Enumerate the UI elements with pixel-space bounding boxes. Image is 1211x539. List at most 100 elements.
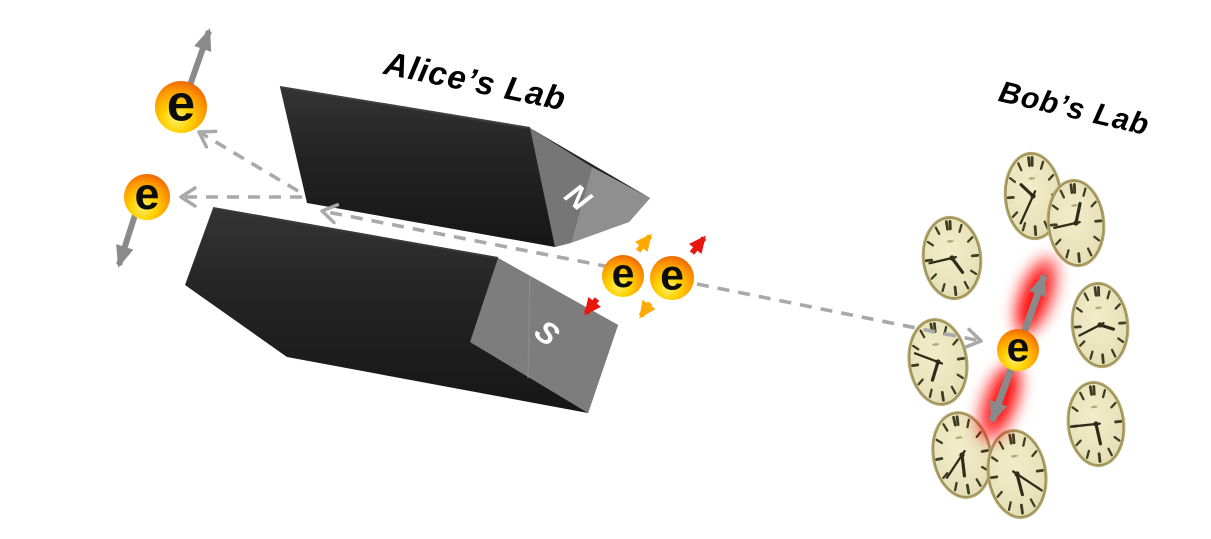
clock-tick bbox=[1072, 183, 1077, 194]
bob-lab-title: Bob’s Lab bbox=[996, 75, 1153, 142]
clock-brand-mark bbox=[1090, 405, 1098, 409]
electron-pair-left: e bbox=[602, 250, 644, 297]
magnet-bottom-pole-highlight bbox=[212, 207, 499, 259]
electron-pair-right: e bbox=[650, 251, 694, 300]
bob-spin-arrow-up bbox=[1018, 273, 1048, 341]
clock-tick bbox=[940, 390, 945, 402]
alice-lab-group: Alice’s Lab N S bbox=[116, 28, 707, 413]
clock-hour-hand bbox=[930, 360, 940, 382]
clock-tick bbox=[1071, 406, 1079, 413]
clock-tick bbox=[1039, 160, 1045, 170]
clock-tick bbox=[1093, 286, 1098, 297]
clock-tick bbox=[1011, 433, 1016, 445]
clock-tick bbox=[1079, 391, 1085, 401]
clock-center-dot bbox=[949, 255, 955, 261]
clock bbox=[986, 429, 1048, 519]
beam-to-bob bbox=[696, 282, 983, 349]
bob-lab-group: Bob’s Lab bbox=[696, 75, 1153, 519]
clock-tick bbox=[966, 418, 971, 429]
bob-spin-double-arrow bbox=[988, 273, 1048, 424]
red-arrow-up-icon bbox=[689, 235, 707, 255]
beam-split-up bbox=[197, 129, 299, 193]
clock-tick bbox=[1086, 247, 1093, 257]
clock-tick bbox=[1101, 353, 1105, 364]
clock-tick bbox=[1051, 204, 1059, 211]
clock-tick bbox=[1019, 503, 1024, 515]
clock-brand-mark bbox=[1028, 177, 1036, 180]
clock-tick bbox=[1097, 452, 1102, 463]
clock-tick bbox=[998, 440, 1005, 450]
clock-tick bbox=[969, 269, 978, 276]
bob-spin-arrow-down bbox=[988, 359, 1018, 424]
magnet-top-pole-n-face bbox=[530, 128, 592, 247]
magnet-bottom-pole-s-face bbox=[470, 258, 618, 413]
electron-sphere bbox=[602, 255, 644, 297]
clock-center-dot bbox=[1073, 220, 1079, 226]
clock-tick bbox=[1107, 447, 1113, 457]
clock-tick bbox=[911, 363, 920, 367]
clock-brand-mark bbox=[1070, 204, 1078, 207]
electron-deflected-up: e bbox=[155, 75, 207, 133]
clock-tick bbox=[1092, 384, 1096, 396]
clock-tick bbox=[1027, 156, 1031, 167]
clock-tick bbox=[1065, 249, 1070, 259]
clock-center-dot bbox=[959, 452, 965, 458]
beam-paths bbox=[179, 129, 611, 269]
clock-tick bbox=[1093, 235, 1101, 242]
clock-hour-hand bbox=[950, 256, 965, 274]
clock-tick bbox=[948, 219, 952, 231]
clock-tick bbox=[1106, 290, 1111, 300]
clock-hour-hand bbox=[1015, 472, 1024, 497]
clock-tick bbox=[1117, 337, 1125, 344]
clock-tick bbox=[1113, 435, 1121, 442]
clock-tick bbox=[1085, 449, 1091, 459]
clock-tick bbox=[941, 283, 946, 293]
clock bbox=[931, 411, 993, 499]
clock-tick bbox=[1011, 211, 1019, 218]
electron-sphere bbox=[155, 81, 207, 133]
clock-tick bbox=[1101, 389, 1107, 399]
clock-center-dot bbox=[1097, 322, 1103, 328]
clock-tick bbox=[975, 478, 982, 487]
clock-tick bbox=[952, 338, 959, 346]
electron-label: e bbox=[612, 250, 635, 296]
clock bbox=[1046, 178, 1106, 268]
clock-tick bbox=[1083, 292, 1090, 302]
electron-label: e bbox=[660, 251, 684, 299]
clock-tick bbox=[1008, 433, 1013, 445]
clock-tick bbox=[952, 415, 957, 427]
clock-tick bbox=[1059, 189, 1066, 199]
clock-tick bbox=[1022, 437, 1027, 447]
clock-tick bbox=[1110, 348, 1117, 358]
alice-lab-title: Alice’s Lab bbox=[380, 44, 569, 117]
clock-tick bbox=[956, 373, 964, 380]
clock-center-dot bbox=[1093, 421, 1099, 427]
clock-brand-mark bbox=[932, 343, 940, 346]
clock-tick bbox=[930, 273, 938, 280]
clock-tick bbox=[980, 449, 989, 453]
red-arrow-down-icon bbox=[583, 297, 601, 316]
spin-up-arrow bbox=[186, 28, 212, 89]
clock-tick bbox=[1090, 200, 1097, 208]
clock-tick bbox=[950, 385, 957, 395]
magnet-bottom-pole-face-edge bbox=[527, 275, 531, 379]
clock-tick bbox=[956, 357, 965, 361]
clock-tick bbox=[1077, 252, 1081, 263]
electron-label: e bbox=[135, 168, 160, 219]
clock-center-dot bbox=[1014, 471, 1020, 477]
electron-label: e bbox=[167, 75, 195, 132]
electron-sphere bbox=[650, 256, 694, 300]
clock-tick bbox=[919, 329, 926, 339]
clock-tick bbox=[928, 388, 933, 399]
spin-down-arrow bbox=[116, 214, 138, 268]
clock bbox=[921, 215, 983, 301]
spin-arrows bbox=[116, 28, 212, 268]
orange-arrow-down-icon bbox=[638, 299, 656, 319]
clock-tick bbox=[953, 481, 958, 492]
clock-tick bbox=[1009, 177, 1017, 184]
clock-brand-mark bbox=[1011, 454, 1018, 458]
clock-tick bbox=[942, 472, 949, 480]
clock-tick bbox=[912, 344, 920, 351]
clock-center-dot bbox=[935, 359, 941, 365]
